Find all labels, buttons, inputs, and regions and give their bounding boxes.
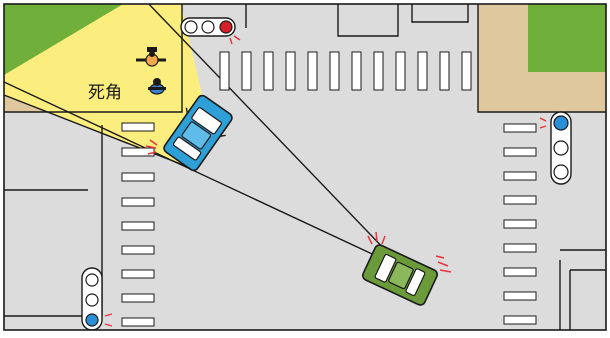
traffic-light-blue-icon [85,313,99,327]
diagram-frame [3,3,607,331]
left-signal-glow [104,313,113,327]
blind-spot-label: 死角 [88,83,122,103]
crosswalk-right [503,123,537,325]
blind-spot-zone [4,4,208,170]
top-signal-glow [229,35,241,45]
green-car [362,244,438,306]
traffic-light-top [180,17,236,37]
blue-car-blinker [145,139,158,155]
traffic-light-red-icon [219,20,233,34]
traffic-light-left [81,267,103,330]
blue-car [163,94,233,172]
right-signal-glow [539,117,547,129]
grass-top-right [528,4,606,72]
cyclist-icon [136,47,166,67]
green-car-warning [367,231,452,273]
crosswalk-left [121,122,155,327]
traffic-light-blue-icon [553,115,569,131]
pedestrian-icon [148,78,166,95]
crosswalk-top [219,51,472,91]
traffic-light-right [550,111,572,185]
